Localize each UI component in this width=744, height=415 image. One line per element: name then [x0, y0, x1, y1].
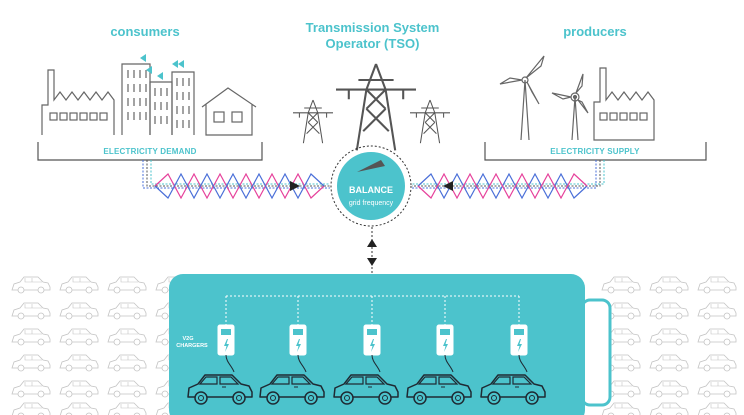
wind-turbine-small-icon: [551, 73, 589, 141]
office-building-icon: [121, 63, 195, 135]
faded-car-icon: [649, 402, 689, 415]
faded-car-icon: [697, 328, 737, 346]
arrow-down-icon: [367, 258, 377, 266]
faded-car-icon: [11, 380, 51, 398]
faded-car-icon: [649, 302, 689, 320]
producers-group: [484, 55, 707, 161]
wind-turbine-large-icon: [499, 55, 545, 141]
faded-car-icon: [59, 276, 99, 294]
v2g-charger-4-icon: [436, 324, 454, 356]
faded-car-icon: [697, 402, 737, 415]
v2g-charger-2-icon: [289, 324, 307, 356]
faded-car-icon: [11, 302, 51, 320]
v2g-charger-1-icon: [217, 324, 235, 356]
faded-car-icon: [601, 402, 641, 415]
electricity-supply-label: ELECTRICITY SUPPLY: [550, 147, 640, 156]
arrow-left-icon: [443, 181, 453, 191]
tso-pylons: [292, 62, 451, 152]
tso-title: Transmission System Operator (TSO): [280, 20, 465, 52]
arrow-right-icon: [290, 181, 300, 191]
faded-car-icon: [697, 276, 737, 294]
faded-car-icon: [59, 328, 99, 346]
faded-car-icon: [107, 354, 147, 372]
pylon-center-icon: [334, 62, 418, 152]
faded-car-icon: [107, 380, 147, 398]
arrow-up-icon: [367, 239, 377, 247]
faded-car-icon: [697, 354, 737, 372]
faded-car-icon: [59, 302, 99, 320]
faded-car-icon: [59, 354, 99, 372]
faded-car-icon: [107, 276, 147, 294]
factory-icon: [41, 69, 115, 135]
faded-car-icon: [649, 354, 689, 372]
faded-car-icon: [11, 328, 51, 346]
v2g-charger-3-icon: [363, 324, 381, 356]
tso-title-line1: Transmission System: [305, 20, 440, 35]
gauge-needle-icon: [357, 160, 385, 172]
tso-title-line2: Operator (TSO): [325, 36, 420, 51]
fleet-battery: V2G CHARGERS: [169, 274, 612, 415]
house-icon: [201, 87, 257, 136]
faded-car-icon: [649, 276, 689, 294]
faded-car-icon: [649, 328, 689, 346]
faded-car-icon: [59, 380, 99, 398]
faded-car-icon: [107, 328, 147, 346]
balance-gauge: BALANCE grid frequency: [330, 145, 412, 227]
v2g-label-line1: V2G: [182, 336, 193, 342]
v2g-label-line2: CHARGERS: [176, 343, 208, 349]
faded-car-icon: [649, 380, 689, 398]
faded-car-icon: [11, 354, 51, 372]
consumers-title: consumers: [110, 24, 180, 39]
v2g-charger-5-icon: [510, 324, 528, 356]
consumers-group: [37, 54, 263, 161]
faded-car-icon: [107, 402, 147, 415]
faded-car-icon: [11, 402, 51, 415]
faded-car-icon: [11, 276, 51, 294]
producers-title: producers: [563, 24, 627, 39]
faded-car-icon: [697, 380, 737, 398]
pylon-right-icon: [409, 99, 451, 144]
faded-car-icon: [107, 302, 147, 320]
faded-car-icon: [601, 276, 641, 294]
grid-frequency-label: grid frequency: [349, 200, 394, 207]
grid-wires: [142, 160, 605, 200]
faded-car-icon: [59, 402, 99, 415]
balance-label: BALANCE: [349, 185, 393, 195]
electricity-demand-label: ELECTRICITY DEMAND: [103, 147, 196, 156]
power-plant-icon: [593, 67, 655, 141]
faded-car-icon: [697, 302, 737, 320]
pylon-left-icon: [292, 99, 334, 144]
